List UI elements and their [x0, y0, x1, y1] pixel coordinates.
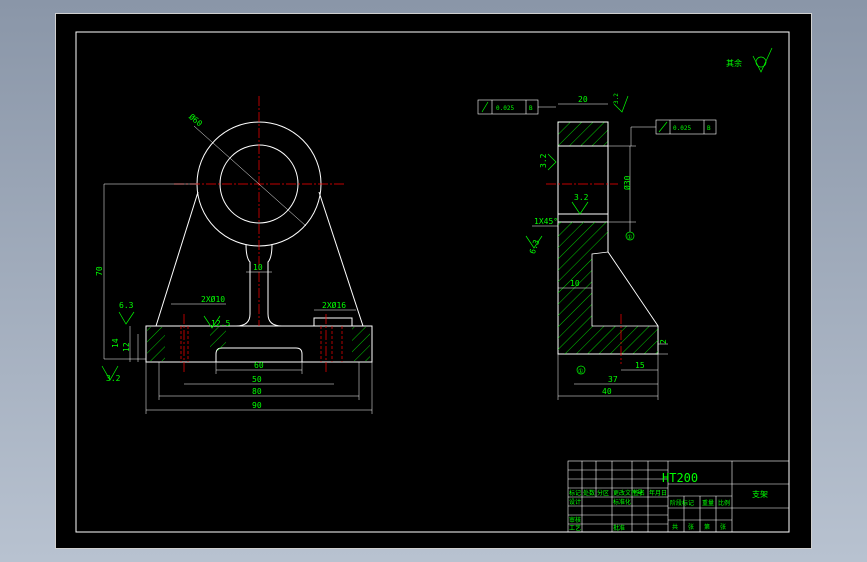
- tb-cell-approve: 批准: [613, 524, 625, 532]
- tb-header-1: 处数: [583, 489, 595, 497]
- rest-roughness-label: 其余: [726, 58, 742, 68]
- part-name: 支架: [752, 489, 768, 499]
- dim-80: 80: [252, 387, 262, 396]
- tb-cell-weight: 重量: [702, 499, 714, 507]
- roughness-icon: [571, 201, 589, 215]
- front-roughness-left: 6.3: [119, 301, 134, 310]
- roughness-icon: [101, 365, 119, 381]
- roughness-icon: [118, 311, 135, 325]
- tb-cell-nth: 第: [704, 523, 710, 531]
- hole-callout-left: 2XØ10: [201, 294, 225, 304]
- tb-cell-standard: 标准化: [613, 498, 631, 506]
- material-label: HT200: [662, 471, 698, 485]
- tb-header-2: 分区: [597, 489, 609, 497]
- side-roughness-left: 3.2: [539, 153, 548, 168]
- drawing-sheet: 其余 Ø60: [55, 13, 812, 549]
- tb-cell-sheet1: 张: [688, 523, 694, 531]
- roughness-icon: [203, 315, 221, 329]
- side-dim-2: 2: [659, 339, 668, 344]
- tb-header-0: 标记: [569, 489, 581, 497]
- front-dia-label: Ø60: [187, 111, 205, 128]
- side-dim-30: Ø30: [622, 175, 632, 190]
- tb-cell-design: 设计: [569, 498, 581, 506]
- rest-roughness-icon: [752, 47, 773, 73]
- side-roughness-top: 3.2: [613, 93, 620, 104]
- dim-90: 90: [252, 401, 262, 410]
- side-dim-15: 15: [635, 361, 645, 370]
- roughness-icon: [613, 95, 629, 113]
- dim-60: 60: [254, 361, 264, 370]
- tb-cell-sheet2: 张: [720, 523, 726, 531]
- tol-right-datum: B: [707, 125, 711, 132]
- side-dim-10: 10: [570, 279, 580, 288]
- front-height-dim: 70: [95, 266, 104, 276]
- tol-left-value: 0.025: [496, 105, 514, 112]
- datum-marker-b: ①: [578, 368, 583, 375]
- tol-left-datum: B: [529, 105, 533, 112]
- front-roughness-mid: 12.5: [211, 319, 230, 328]
- tb-cell-scale: 比例: [718, 499, 730, 507]
- tb-header-4: 签名: [633, 489, 645, 497]
- front-neck-dim: 10: [253, 263, 263, 272]
- hole-callout-right: 2XØ16: [322, 300, 346, 310]
- roughness-icon: [525, 235, 543, 249]
- tb-cell-review: 审核: [569, 516, 581, 524]
- tb-header-5: 年月日: [649, 489, 667, 497]
- cad-drawing: 其余 Ø60: [75, 31, 790, 533]
- parallel-icon: [658, 121, 668, 133]
- side-dim-40: 40: [602, 387, 612, 396]
- side-view: 0.025 B 0.025 B 20 3.2 Ø30 ① 3.2 3.2 1X4…: [477, 93, 717, 400]
- base-outline: [145, 325, 373, 363]
- dim-50: 50: [252, 375, 262, 384]
- tb-header-3: 更改文件号: [613, 489, 643, 497]
- chamfer-label: 1X45°: [534, 217, 558, 226]
- tb-cell-process: 工艺: [569, 524, 581, 532]
- parallel-icon: [481, 101, 489, 113]
- front-roughness-bottom: 3.2: [106, 374, 121, 383]
- title-block: HT200 支架 标记 处数 分区 更改文件号 签名 年月日 设计 标准化 阶段…: [567, 460, 790, 533]
- front-dim-12: 12: [122, 342, 131, 352]
- tol-right-value: 0.025: [673, 125, 691, 132]
- datum-marker-a: ①: [627, 234, 632, 241]
- side-roughness-mid: 3.2: [574, 193, 589, 202]
- roughness-icon: [547, 153, 557, 171]
- side-dim-37: 37: [608, 375, 618, 384]
- side-roughness-lower: 6.3: [528, 238, 541, 255]
- tb-cell-stage: 阶段标记: [670, 499, 694, 507]
- drawing-frame: [75, 31, 790, 533]
- front-view: Ø60 70 10 14 12 2XØ10 2XØ16 6.3 3.2 12.5…: [95, 96, 373, 414]
- front-dim-14: 14: [111, 338, 120, 348]
- side-dim-20: 20: [578, 95, 588, 104]
- tb-cell-total: 共: [672, 523, 678, 531]
